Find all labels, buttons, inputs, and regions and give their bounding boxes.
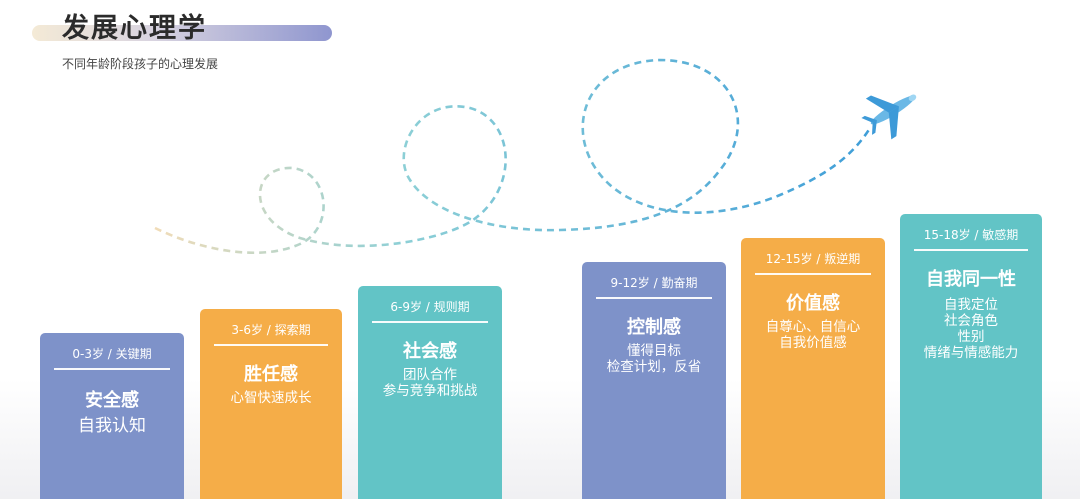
stage-divider <box>596 297 712 299</box>
stage-main-label: 价值感 <box>786 293 840 314</box>
stage-card-15-18: 15-18岁 / 敏感期 自我同一性 自我定位 社会角色 性别 情绪与情感能力 <box>900 214 1042 499</box>
stage-main-label: 安全感 <box>85 390 139 411</box>
stage-desc-line: 团队合作 <box>403 367 457 383</box>
page-subtitle: 不同年龄阶段孩子的心理发展 <box>62 57 219 71</box>
stage-desc-line: 自我价值感 <box>779 335 847 351</box>
stage-desc-line: 情绪与情感能力 <box>923 345 1019 361</box>
stage-desc-line: 性别 <box>957 329 985 345</box>
stage-age-label: 15-18岁 / 敏感期 <box>923 228 1019 242</box>
stage-divider <box>755 273 871 275</box>
page-title: 发展心理学 <box>62 13 207 44</box>
stage-age-label: 12-15岁 / 叛逆期 <box>765 252 861 266</box>
stage-desc-line: 心智快速成长 <box>230 390 312 406</box>
stage-card-3-6: 3-6岁 / 探索期 胜任感 心智快速成长 <box>200 309 342 499</box>
stage-desc-line: 自我认知 <box>78 416 146 436</box>
stage-main-label: 社会感 <box>403 341 457 362</box>
stage-desc-line: 懂得目标 <box>627 343 681 359</box>
stage-card-12-15: 12-15岁 / 叛逆期 价值感 自尊心、自信心 自我价值感 <box>741 238 885 499</box>
stage-desc-line: 自我定位 <box>944 297 998 313</box>
stage-age-label: 3-6岁 / 探索期 <box>231 323 311 337</box>
title-underline-bar <box>32 25 332 41</box>
stage-divider <box>914 249 1028 251</box>
stage-divider <box>372 321 488 323</box>
stage-age-label: 6-9岁 / 规则期 <box>390 300 470 314</box>
stage-main-label: 胜任感 <box>244 364 298 385</box>
stage-desc-line: 检查计划，反省 <box>606 359 702 375</box>
stage-main-label: 控制感 <box>627 317 681 338</box>
stage-divider <box>214 344 328 346</box>
airplane-icon <box>861 94 917 140</box>
stage-card-6-9: 6-9岁 / 规则期 社会感 团队合作 参与竞争和挑战 <box>358 286 502 499</box>
stage-desc-line: 参与竞争和挑战 <box>382 383 478 399</box>
stage-age-label: 9-12岁 / 勤奋期 <box>610 276 698 290</box>
stage-age-label: 0-3岁 / 关键期 <box>72 347 152 361</box>
stage-card-0-3: 0-3岁 / 关键期 安全感 自我认知 <box>40 333 184 499</box>
stage-desc-line: 社会角色 <box>944 313 998 329</box>
stage-divider <box>54 368 170 370</box>
stage-main-label: 自我同一性 <box>926 269 1016 290</box>
stage-desc-line: 自尊心、自信心 <box>765 319 861 335</box>
stage-card-9-12: 9-12岁 / 勤奋期 控制感 懂得目标 检查计划，反省 <box>582 262 726 499</box>
